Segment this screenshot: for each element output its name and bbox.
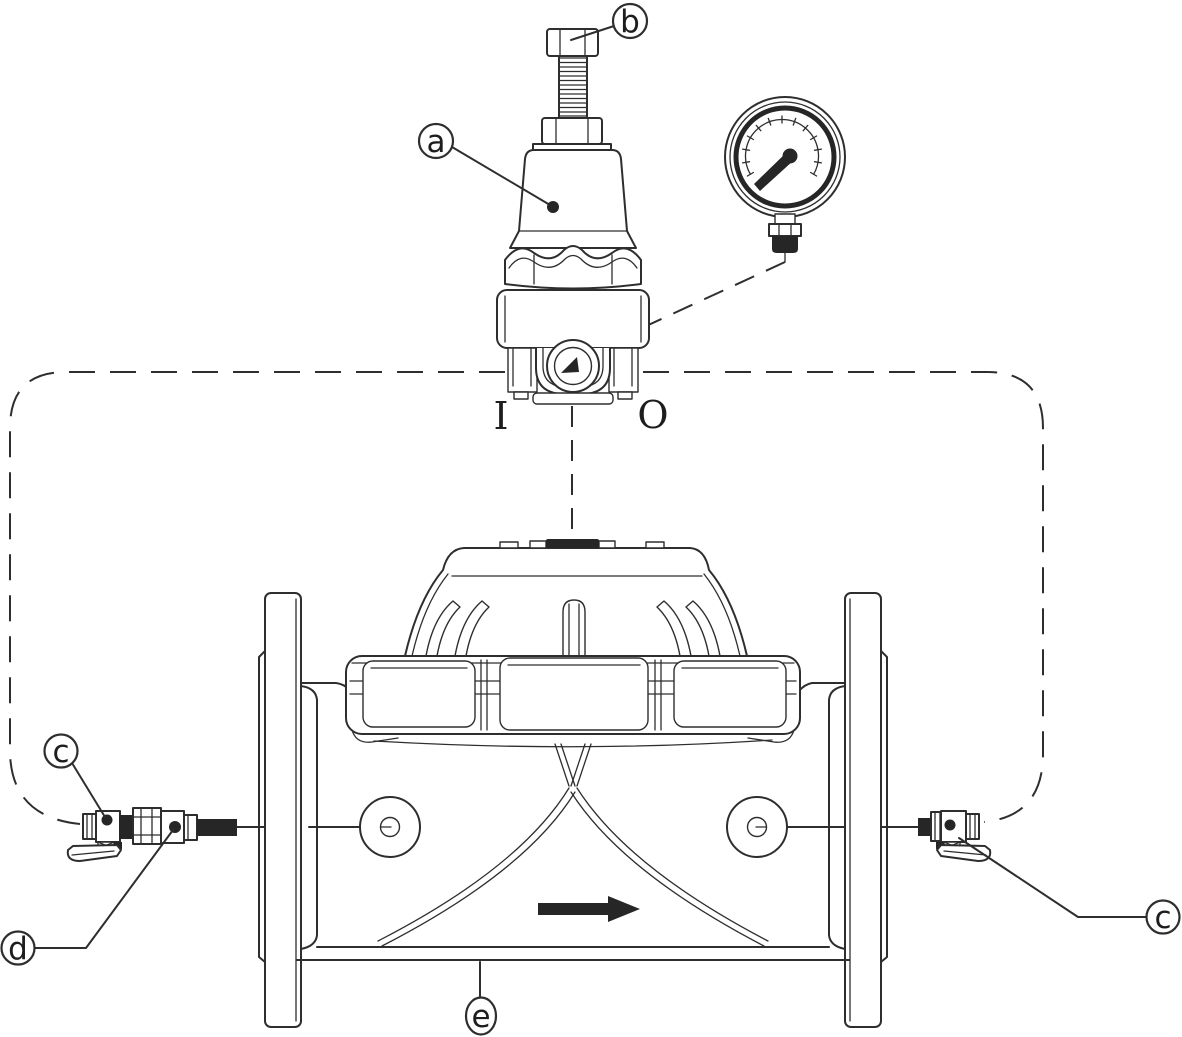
pilot-valve: [496, 28, 650, 405]
callout-d-label: d: [8, 931, 28, 967]
bonnet-dome: [404, 539, 748, 657]
pressure-gauge: [724, 96, 846, 263]
body-shoulder-line: [373, 739, 773, 748]
body-saddle-curves: [377, 743, 769, 947]
bonnet-gusset: [454, 600, 490, 657]
isolation-ball-valve-right: [918, 810, 992, 862]
gauge-needle: [754, 148, 798, 191]
bonnet-cap: [546, 539, 599, 548]
bonnet-cap-tab: [499, 541, 519, 549]
port-labels: I O: [493, 393, 668, 438]
bonnet-flange-ring: [345, 655, 801, 743]
valve-body-outline: [296, 682, 850, 961]
flow-direction-arrow-icon: [538, 896, 640, 922]
ring-pad: [673, 660, 787, 728]
outlet-flange: [844, 592, 888, 1028]
callout-c-left: c: [43, 733, 106, 818]
callout-dot-d: [169, 821, 181, 833]
callout-b: b: [570, 2, 649, 41]
strainer-fitting: [132, 807, 237, 845]
ring-pad: [362, 660, 476, 728]
bonnet-gusset: [685, 600, 721, 657]
gauge-dial-ticks: [741, 115, 823, 177]
tubing-left-run: [9, 371, 505, 825]
ring-pad: [499, 657, 649, 731]
pilot-body: [496, 289, 650, 349]
bonnet-gusset: [656, 600, 692, 657]
callout-a-label: a: [427, 124, 446, 160]
valve-end-cap: [82, 813, 97, 840]
knurled-ring: [504, 245, 642, 290]
outlet-label: O: [637, 393, 668, 437]
callout-e: e: [464, 961, 498, 1036]
thread-lines: [558, 57, 588, 117]
bonnet-center-post: [562, 599, 586, 656]
bonnet-gusset: [425, 600, 461, 657]
callout-dot-c-left: [101, 814, 113, 826]
sensing-tubing-dashed: [9, 371, 1044, 825]
bonnet-cap-tab: [645, 541, 665, 549]
callout-d: d: [0, 829, 174, 967]
tubing-right-run: [643, 371, 1044, 823]
callout-c-left-label: c: [52, 734, 69, 770]
callout-a: a: [417, 122, 559, 213]
callout-c-right: c: [958, 837, 1181, 936]
callout-b-label: b: [620, 4, 640, 40]
main-valve: [258, 539, 888, 1028]
callout-dot-c-right: [944, 819, 956, 831]
pipe-nipple: [197, 819, 237, 836]
inlet-label: I: [493, 394, 508, 438]
callout-e-label: e: [471, 999, 490, 1035]
lock-nut: [541, 117, 603, 145]
union-nut: [132, 807, 162, 845]
callout-c-right-label: c: [1154, 900, 1171, 936]
adjustment-bolt: [532, 28, 612, 152]
pilot-spring-chamber: [509, 149, 637, 249]
gauge-stem: [768, 213, 802, 263]
pilot-port-block: [507, 339, 639, 405]
port-arrow-icon: [561, 357, 579, 373]
isolation-ball-valve-left: [66, 810, 134, 862]
valve-end-cap: [965, 813, 980, 840]
inlet-flange: [258, 592, 302, 1028]
